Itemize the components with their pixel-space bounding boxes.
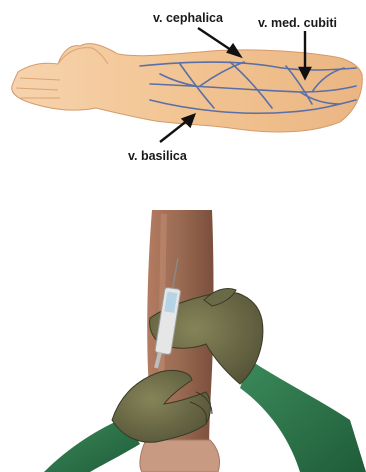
label-med-cubiti: v. med. cubiti <box>258 16 337 30</box>
forearm-veins-panel: v. cephalica v. med. cubiti v. basilica <box>12 11 363 163</box>
patient-hand <box>140 440 220 472</box>
label-basilica: v. basilica <box>128 149 188 163</box>
venipuncture-panel <box>44 210 366 472</box>
arrow-cephalica <box>198 28 234 52</box>
label-cephalica: v. cephalica <box>153 11 224 25</box>
right-sleeve <box>240 360 366 472</box>
